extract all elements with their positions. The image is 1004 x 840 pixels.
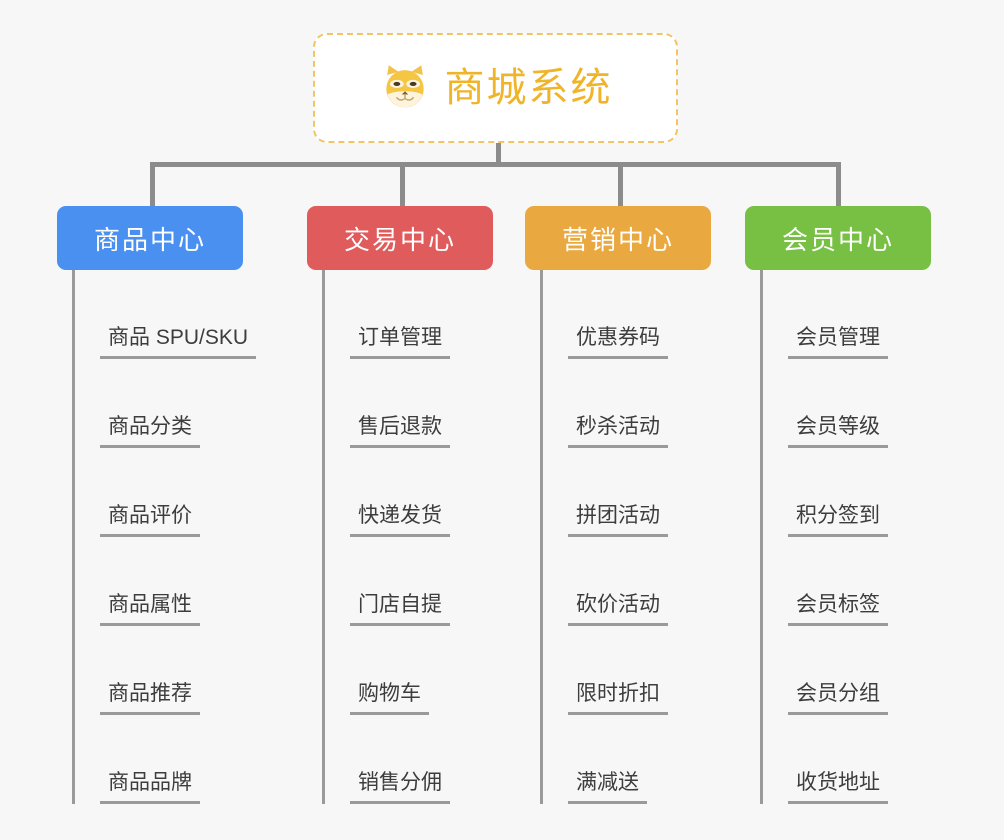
leaf-item-label: 商品分类 [100,415,200,448]
leaf-item-label: 限时折扣 [568,682,668,715]
leaf-item-label: 商品品牌 [100,771,200,804]
leaf-item[interactable]: 会员标签 [760,537,888,626]
leaf-item-label: 商品推荐 [100,682,200,715]
leaf-item[interactable]: 限时折扣 [540,626,668,715]
leaf-item[interactable]: 商品属性 [72,537,256,626]
column-spine [72,270,75,804]
leaf-item-label: 会员分组 [788,682,888,715]
leaf-item[interactable]: 商品推荐 [72,626,256,715]
leaf-item-label: 购物车 [350,682,429,715]
leaf-item-label: 商品属性 [100,593,200,626]
column-spine [322,270,325,804]
connector-bus [150,162,841,167]
leaf-item[interactable]: 秒杀活动 [540,359,668,448]
leaf-item[interactable]: 优惠券码 [540,270,668,359]
category-box-2[interactable]: 交易中心 [307,206,493,270]
leaf-item[interactable]: 商品评价 [72,448,256,537]
leaf-item[interactable]: 购物车 [322,626,450,715]
leaf-item[interactable]: 满减送 [540,715,668,804]
leaf-item[interactable]: 会员分组 [760,626,888,715]
leaf-item-label: 门店自提 [350,593,450,626]
leaf-item[interactable]: 商品品牌 [72,715,256,804]
leaf-item-label: 秒杀活动 [568,415,668,448]
leaf-item-label: 会员标签 [788,593,888,626]
leaf-item[interactable]: 售后退款 [322,359,450,448]
leaf-item-label: 快递发货 [350,504,450,537]
leaf-item[interactable]: 会员管理 [760,270,888,359]
leaf-item-label: 销售分佣 [350,771,450,804]
leaf-item[interactable]: 快递发货 [322,448,450,537]
leaf-item[interactable]: 门店自提 [322,537,450,626]
category-label: 商品中心 [93,224,206,255]
category-column-3: 优惠券码秒杀活动拼团活动砍价活动限时折扣满减送 [540,270,668,804]
leaf-item-label: 售后退款 [350,415,450,448]
leaf-item-label: 满减送 [568,771,647,804]
leaf-item-label: 会员等级 [788,415,888,448]
leaf-item[interactable]: 砍价活动 [540,537,668,626]
leaf-item-label: 拼团活动 [568,504,668,537]
leaf-item-label: 收货地址 [788,771,888,804]
category-column-2: 订单管理售后退款快递发货门店自提购物车销售分佣 [322,270,450,804]
leaf-item-label: 砍价活动 [568,593,668,626]
shiba-dog-face-icon [379,62,431,114]
category-label: 交易中心 [343,224,456,255]
column-spine [540,270,543,804]
connector-drop-0 [150,162,155,208]
leaf-item[interactable]: 积分签到 [760,448,888,537]
root-node[interactable]: 商城系统 [313,33,678,143]
category-label: 营销中心 [561,224,674,255]
category-box-3[interactable]: 营销中心 [525,206,711,270]
leaf-item[interactable]: 拼团活动 [540,448,668,537]
category-column-4: 会员管理会员等级积分签到会员标签会员分组收货地址 [760,270,888,804]
leaf-item[interactable]: 商品分类 [72,359,256,448]
connector-drop-3 [836,162,841,208]
column-spine [760,270,763,804]
leaf-item[interactable]: 订单管理 [322,270,450,359]
leaf-item-label: 商品 SPU/SKU [100,326,257,359]
category-label: 会员中心 [781,224,894,255]
category-box-1[interactable]: 商品中心 [57,206,243,270]
leaf-item-label: 商品评价 [100,504,200,537]
leaf-item[interactable]: 会员等级 [760,359,888,448]
leaf-item-label: 积分签到 [788,504,888,537]
leaf-item[interactable]: 销售分佣 [322,715,450,804]
category-box-4[interactable]: 会员中心 [745,206,931,270]
leaf-item-label: 订单管理 [350,326,450,359]
leaf-item-label: 会员管理 [788,326,888,359]
leaf-item[interactable]: 商品 SPU/SKU [72,270,257,359]
category-column-1: 商品 SPU/SKU 商品分类商品评价商品属性商品推荐商品品牌 [72,270,257,804]
connector-drop-1 [400,162,405,208]
leaf-item-label: 优惠券码 [568,326,668,359]
root-title: 商城系统 [444,66,613,110]
connector-drop-2 [618,162,623,208]
leaf-item[interactable]: 收货地址 [760,715,888,804]
connector-stem [496,143,501,167]
